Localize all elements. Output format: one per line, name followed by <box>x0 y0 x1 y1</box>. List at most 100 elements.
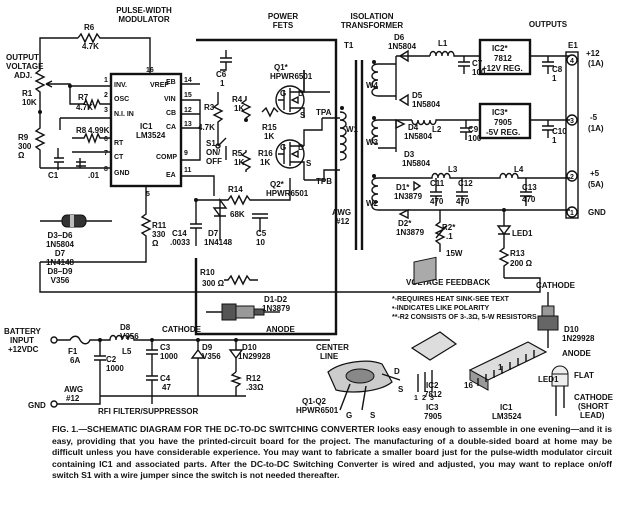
svg-text:**-R2 CONSISTS OF 3-.3Ω, 5-W R: **-R2 CONSISTS OF 3-.3Ω, 5-W RESISTORS <box>392 314 537 321</box>
svg-text:L5: L5 <box>122 347 132 356</box>
svg-text:R4: R4 <box>232 95 243 104</box>
svg-text:C13: C13 <box>522 183 537 192</box>
svg-text:R9: R9 <box>18 133 29 142</box>
svg-text:2: 2 <box>570 174 574 181</box>
svg-text:D10: D10 <box>564 325 579 334</box>
svg-text:S: S <box>370 411 376 420</box>
svg-text:C8: C8 <box>552 65 563 74</box>
svg-text:D: D <box>394 367 400 376</box>
svg-text:.1: .1 <box>446 232 453 241</box>
svg-text:C10: C10 <box>552 127 567 136</box>
svg-text:2: 2 <box>422 395 426 402</box>
svg-text:V356: V356 <box>51 276 70 285</box>
svg-text:ADJ.: ADJ. <box>14 71 32 80</box>
svg-text:C7: C7 <box>472 59 483 68</box>
svg-text:S1: S1 <box>206 139 216 148</box>
fets-section: C6 1 R3 4.7K S1 ON/ OFF R4 1K R15 1K R5 … <box>170 38 351 336</box>
svg-text:CT: CT <box>114 154 124 161</box>
svg-text:.33Ω: .33Ω <box>246 383 264 392</box>
svg-text:13: 13 <box>184 121 192 128</box>
svg-text:D5: D5 <box>412 91 423 100</box>
svg-text:R7: R7 <box>78 93 89 102</box>
svg-text:47: 47 <box>162 383 171 392</box>
svg-text:HPWR6501: HPWR6501 <box>270 72 313 81</box>
svg-text:FLAT: FLAT <box>574 371 594 380</box>
svg-text:CATHODE: CATHODE <box>574 393 614 402</box>
svg-text:1K: 1K <box>264 132 274 141</box>
svg-text:LEAD): LEAD) <box>580 411 605 420</box>
svg-text:•-INDICATES LIKE POLARITY: •-INDICATES LIKE POLARITY <box>392 305 490 312</box>
svg-text:1N4148: 1N4148 <box>46 258 75 267</box>
svg-text:S: S <box>398 385 404 394</box>
svg-text:TPB: TPB <box>316 177 332 186</box>
e1-terminal-numbers: 4 3 2 1 <box>570 58 574 217</box>
svg-text:16: 16 <box>464 381 473 390</box>
output-labels: +12 (1A) -5 (1A) +5 (5A) GND <box>586 49 606 217</box>
svg-text:BATTERY: BATTERY <box>4 327 42 336</box>
svg-text:C3: C3 <box>160 343 171 352</box>
svg-text:LM3524: LM3524 <box>492 412 522 421</box>
svg-text:1N4148: 1N4148 <box>204 238 233 247</box>
svg-text:HPWR6501: HPWR6501 <box>296 406 339 415</box>
svg-text:HPWR6501: HPWR6501 <box>266 189 309 198</box>
svg-text:W3: W3 <box>366 138 379 147</box>
ic2-box <box>478 38 532 76</box>
svg-text:7812: 7812 <box>424 390 442 399</box>
svg-text:1: 1 <box>552 74 557 83</box>
svg-text:R5: R5 <box>232 149 243 158</box>
svg-text:CA: CA <box>166 124 176 131</box>
svg-text:68K: 68K <box>230 210 245 219</box>
svg-text:R10: R10 <box>200 268 215 277</box>
svg-text:N.I. IN: N.I. IN <box>114 111 134 118</box>
fet-package-drawing: CENTER LINE D S G S Q1-Q2 HPWR6501 <box>296 343 404 420</box>
svg-text:OFF: OFF <box>206 157 222 166</box>
svg-text:D4: D4 <box>408 123 419 132</box>
svg-text:ANODE: ANODE <box>562 349 592 358</box>
svg-text:C14: C14 <box>172 229 187 238</box>
svg-text:LINE: LINE <box>320 352 339 361</box>
svg-text:F1: F1 <box>68 347 78 356</box>
svg-text:E1: E1 <box>568 41 578 50</box>
svg-text:300: 300 <box>18 142 32 151</box>
svg-text:V356: V356 <box>202 352 221 361</box>
svg-text:330: 330 <box>152 230 166 239</box>
svg-text:GND: GND <box>588 208 606 217</box>
svg-text:T1: T1 <box>344 41 354 50</box>
svg-text:-5: -5 <box>590 113 598 122</box>
svg-text:470: 470 <box>430 197 444 206</box>
section-headers: PULSE-WIDTH MODULATOR POWER FETS ISOLATI… <box>116 6 568 30</box>
svg-text:Ω: Ω <box>152 239 159 248</box>
svg-text:1N29928: 1N29928 <box>238 352 271 361</box>
svg-text:TPA: TPA <box>316 108 332 117</box>
svg-text:D7: D7 <box>208 229 219 238</box>
svg-text:V356: V356 <box>120 332 139 341</box>
ic3-box <box>478 102 532 140</box>
svg-text:R1: R1 <box>22 89 33 98</box>
svg-text:L2: L2 <box>432 125 442 134</box>
svg-text:L1: L1 <box>438 39 448 48</box>
svg-text:VREF: VREF <box>150 82 169 89</box>
svg-text:1: 1 <box>552 136 557 145</box>
svg-text:IC1: IC1 <box>500 403 513 412</box>
svg-text:D6: D6 <box>394 33 405 42</box>
svg-text:14: 14 <box>184 77 192 84</box>
diode-legend-text: D3–D6 1N5804 D7 1N4148 D8–D9 V356 <box>46 231 75 285</box>
svg-text:3: 3 <box>430 395 434 402</box>
svg-text:RT: RT <box>114 140 124 147</box>
svg-text:+12: +12 <box>586 49 600 58</box>
svg-text:(SHORT: (SHORT <box>578 402 609 411</box>
svg-text:CB: CB <box>166 110 176 117</box>
svg-text:1N3879: 1N3879 <box>394 192 423 201</box>
svg-text:1: 1 <box>104 77 108 84</box>
svg-text:D8–D9: D8–D9 <box>48 267 73 276</box>
figure-caption: FIG. 1.—SCHEMATIC DIAGRAM FOR THE DC-TO-… <box>52 424 612 481</box>
notes: *-REQUIRES HEAT SINK-SEE TEXT •-INDICATE… <box>392 296 537 321</box>
svg-text:IC3*: IC3* <box>492 108 508 117</box>
svg-text:1: 1 <box>220 79 225 88</box>
svg-text:R6: R6 <box>84 23 95 32</box>
pwm-header-2: MODULATOR <box>118 15 169 24</box>
fets-header-1: POWER <box>268 12 298 21</box>
svg-text:4.7K: 4.7K <box>198 123 215 132</box>
d10-stud-diode-drawing: CATHODE D10 1N29928 ANODE <box>536 281 595 358</box>
svg-text:+12V REG.: +12V REG. <box>482 64 523 73</box>
